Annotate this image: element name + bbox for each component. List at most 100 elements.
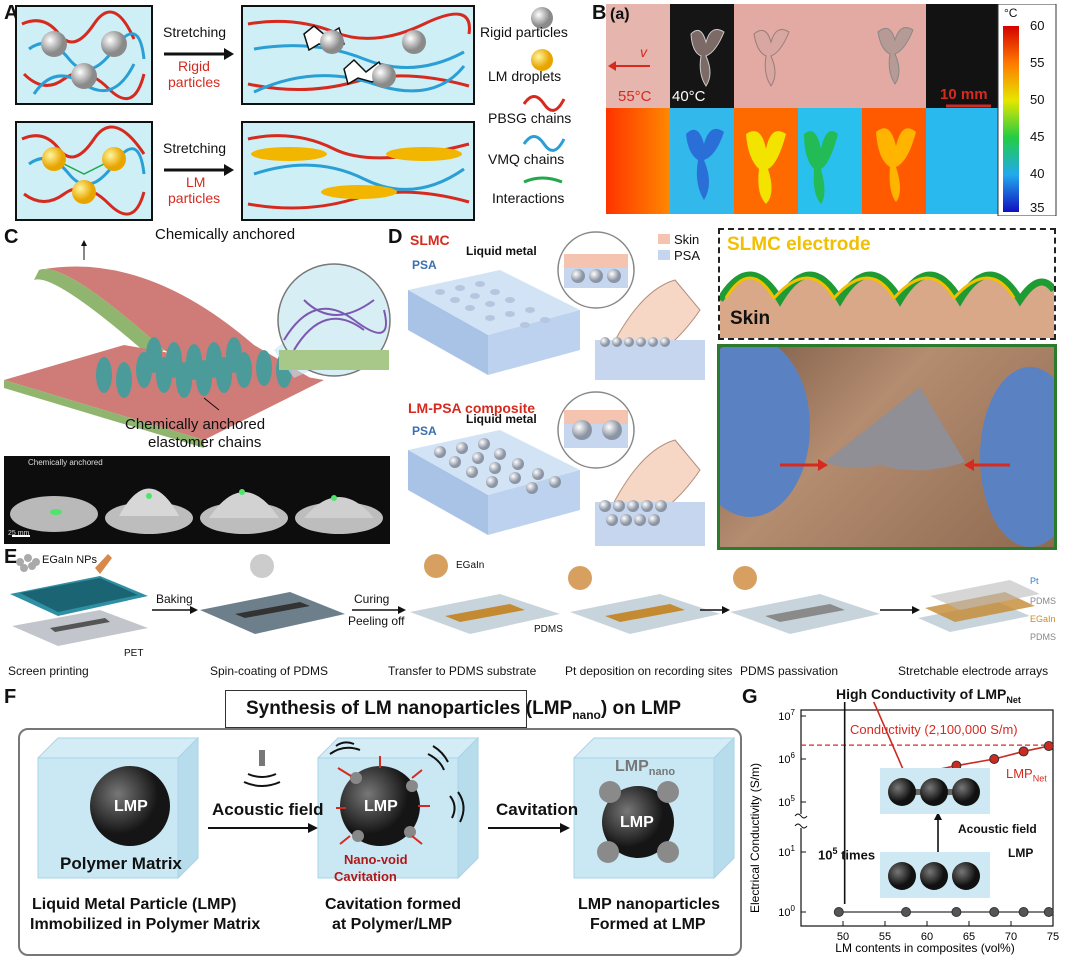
rigid-label-1: Rigid <box>178 58 210 74</box>
g-point-0-4 <box>1018 746 1029 757</box>
colorbar-unit: °C <box>1004 6 1018 20</box>
g-series-label-main: LMP <box>1006 766 1033 781</box>
g-ytick-label-3: 106 <box>778 751 795 766</box>
f-title-box <box>225 690 527 728</box>
g-xlabel: LM contents in composites (vol%) <box>835 941 1014 955</box>
g-times: 105 times <box>818 846 875 862</box>
f-nano-void-2: Cavitation <box>334 869 397 884</box>
d-electrode-title: SLMC electrode <box>727 234 871 255</box>
f-cap2-2: at Polymer/LMP <box>332 916 453 933</box>
legend-vmq: VMQ chains <box>488 151 565 167</box>
g-marks <box>801 702 1054 917</box>
g-ref-label: Conductivity (2,100,000 S/m) <box>850 722 1018 737</box>
panel-label-a: A <box>4 2 19 24</box>
f-title-pre: Synthesis of LM nanoparticles (LMP <box>246 698 573 719</box>
g-point-0-5 <box>1043 741 1054 752</box>
f-cap2-1: Cavitation formed <box>325 896 462 913</box>
g-point-1-4 <box>1018 907 1029 917</box>
legend-lm: LM droplets <box>488 68 562 84</box>
g-ytick-label-1: 101 <box>778 844 795 859</box>
c-photo-label: Chemically anchored <box>28 458 103 467</box>
stretch-label-rigid: Stretching <box>163 24 227 40</box>
panel-label-g: G <box>742 686 758 708</box>
colorbar-tick-45: 45 <box>1030 129 1045 144</box>
g-ytick-exp-2: 5 <box>791 794 796 803</box>
g-xtick-label-4: 70 <box>1005 931 1017 943</box>
g-inset-top <box>880 768 990 814</box>
panel-label-e: E <box>4 546 18 568</box>
f-title-post: ) on LMP <box>600 698 682 719</box>
g-ytick-exp-1: 1 <box>791 844 796 853</box>
g-ytick-label-0: 100 <box>778 904 795 919</box>
f-lmp-nano: LMPnano <box>615 758 675 778</box>
g-times-post: times <box>837 847 876 863</box>
b-scale: 10 mm <box>940 86 988 103</box>
f-nano-void-1: Nano-void <box>344 852 408 867</box>
d-slmc: SLMC <box>410 232 450 248</box>
g-lmp: LMP <box>1008 846 1034 860</box>
f-diagram <box>36 736 736 880</box>
e-step-6: Stretchable electrode arrays <box>898 664 1049 678</box>
e-legend-egain: EGaIn <box>1030 614 1056 624</box>
panel-label-f: F <box>4 686 17 708</box>
e-pdms: PDMS <box>534 624 563 635</box>
e-curing: Curing <box>354 592 390 606</box>
f-lmp-3: LMP <box>620 814 654 831</box>
e-egain: EGaIn <box>456 560 485 571</box>
e-step-2: Spin-coating of PDMS <box>210 664 329 678</box>
b-temp-cold: 40°C <box>672 88 706 105</box>
f-cap1-1: Liquid Metal Particle (LMP) <box>32 896 237 913</box>
lm-stretched-box <box>241 121 475 221</box>
f-lmp-1: LMP <box>114 798 148 815</box>
d-skin-photo <box>690 337 1065 550</box>
g-title: High Conductivity of LMPNet <box>836 686 1021 705</box>
g-inset-bottom <box>880 852 990 898</box>
g-point-0-3 <box>989 754 1000 764</box>
d-electrode-waves <box>716 271 1057 338</box>
g-point-1-1 <box>901 907 911 917</box>
c-title: Chemically anchored <box>155 226 296 243</box>
d-photo-drawing <box>690 337 1065 547</box>
f-cap3-1: LMP nanoparticles <box>578 896 720 913</box>
g-title-pre: High Conductivity of LMP <box>836 686 1007 702</box>
g-series-label-sub: Net <box>1032 773 1047 784</box>
g-acoustic-arrowhead <box>934 812 942 820</box>
panel-b-thermal <box>606 4 1057 216</box>
f-main-box <box>18 728 742 956</box>
panel-e-diagram <box>10 554 1040 646</box>
panel-label-d: D <box>388 226 403 248</box>
panel-label-c: C <box>4 226 19 248</box>
e-baking: Baking <box>156 592 193 606</box>
d-skin: Skin <box>730 308 771 329</box>
e-legend-pt: Pt <box>1030 576 1039 586</box>
d-psa: PSA <box>412 258 437 272</box>
d-electrode-box <box>716 228 1057 340</box>
lm-label-2: particles <box>168 190 221 206</box>
d-liquid-metal2: Liquid metal <box>466 412 537 426</box>
rigid-label-2: particles <box>168 74 221 90</box>
e-legend-pdms1: PDMS <box>1030 596 1057 606</box>
d-legend-skin: Skin <box>674 232 700 247</box>
g-xtick-label-0: 50 <box>837 931 849 943</box>
c-photo-scale: 25 mm <box>8 530 30 537</box>
f-cavitation: Cavitation <box>496 800 579 819</box>
e-step-1: Screen printing <box>8 664 89 678</box>
e-legend-pdms2: PDMS <box>1030 632 1057 642</box>
d-legend-psa: PSA <box>674 248 701 263</box>
d-composite: LM-PSA composite <box>408 400 536 416</box>
g-axis-break <box>794 813 808 829</box>
e-pet: PET <box>124 648 144 659</box>
g-xtick-label-3: 65 <box>963 931 975 943</box>
f-polymer-matrix: Polymer Matrix <box>60 854 182 873</box>
g-title-sub: Net <box>1006 694 1021 705</box>
g-ytick-label-2: 105 <box>778 794 795 809</box>
g-acoustic: Acoustic field <box>958 822 1037 836</box>
g-point-1-0 <box>833 907 844 917</box>
legend-interactions: Interactions <box>492 190 565 206</box>
f-lmp-2: LMP <box>364 798 398 815</box>
g-xtick-label-5: 75 <box>1047 931 1059 943</box>
colorbar-tick-60: 60 <box>1030 18 1045 33</box>
g-inset-top-drawing <box>888 778 980 806</box>
d-liquid-metal: Liquid metal <box>466 244 537 258</box>
colorbar-tick-35: 35 <box>1030 200 1045 215</box>
